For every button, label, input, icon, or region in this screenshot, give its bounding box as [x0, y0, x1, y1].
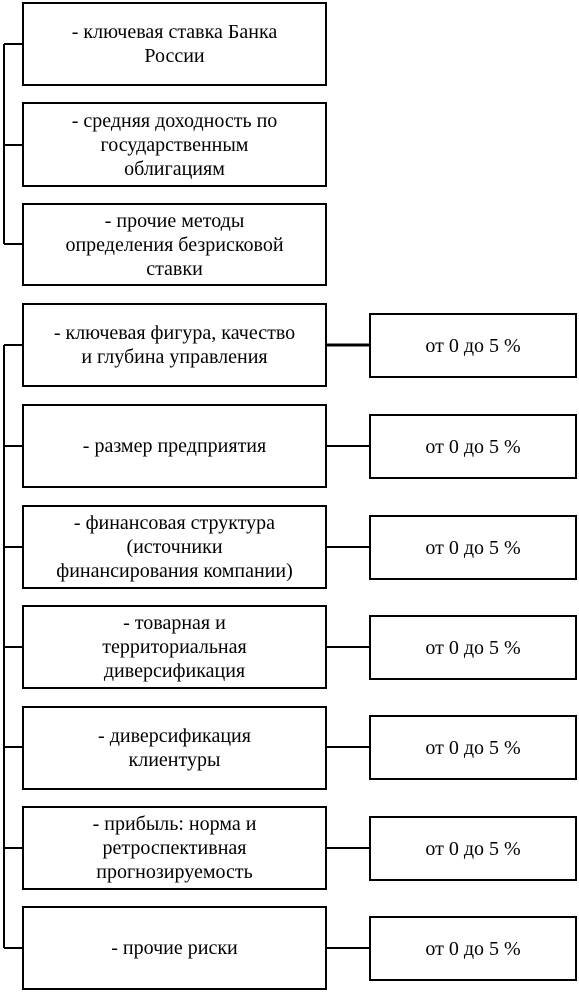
risk-value-2: от 0 до 5 % [369, 414, 577, 479]
risk-factor-other: - прочие риски [22, 906, 327, 990]
rate-method-key-rate: - ключевая ставка Банка России [22, 2, 327, 86]
rate-method-other: - прочие методы определения безрисковой … [22, 203, 327, 286]
risk-factor-client-diversification: - диверсификация клиентуры [22, 706, 327, 790]
risk-value-6: от 0 до 5 % [369, 816, 577, 881]
risk-value-4: от 0 до 5 % [369, 615, 577, 680]
risk-value-5: от 0 до 5 % [369, 715, 577, 780]
risk-factor-diversification: - товарная и территориальная диверсифика… [22, 605, 327, 689]
risk-value-1: от 0 до 5 % [369, 313, 577, 378]
risk-factor-financial-structure: - финансовая структура (источники финанс… [22, 505, 327, 589]
risk-factor-management: - ключевая фигура, качество и глубина уп… [22, 303, 327, 387]
risk-value-3: от 0 до 5 % [369, 515, 577, 580]
risk-factor-profit: - прибыль: норма и ретроспективная прогн… [22, 806, 327, 890]
risk-value-7: от 0 до 5 % [369, 916, 577, 981]
risk-factor-size: - размер предприятия [22, 404, 327, 488]
rate-method-govt-bonds: - средняя доходность по государственным … [22, 102, 327, 187]
